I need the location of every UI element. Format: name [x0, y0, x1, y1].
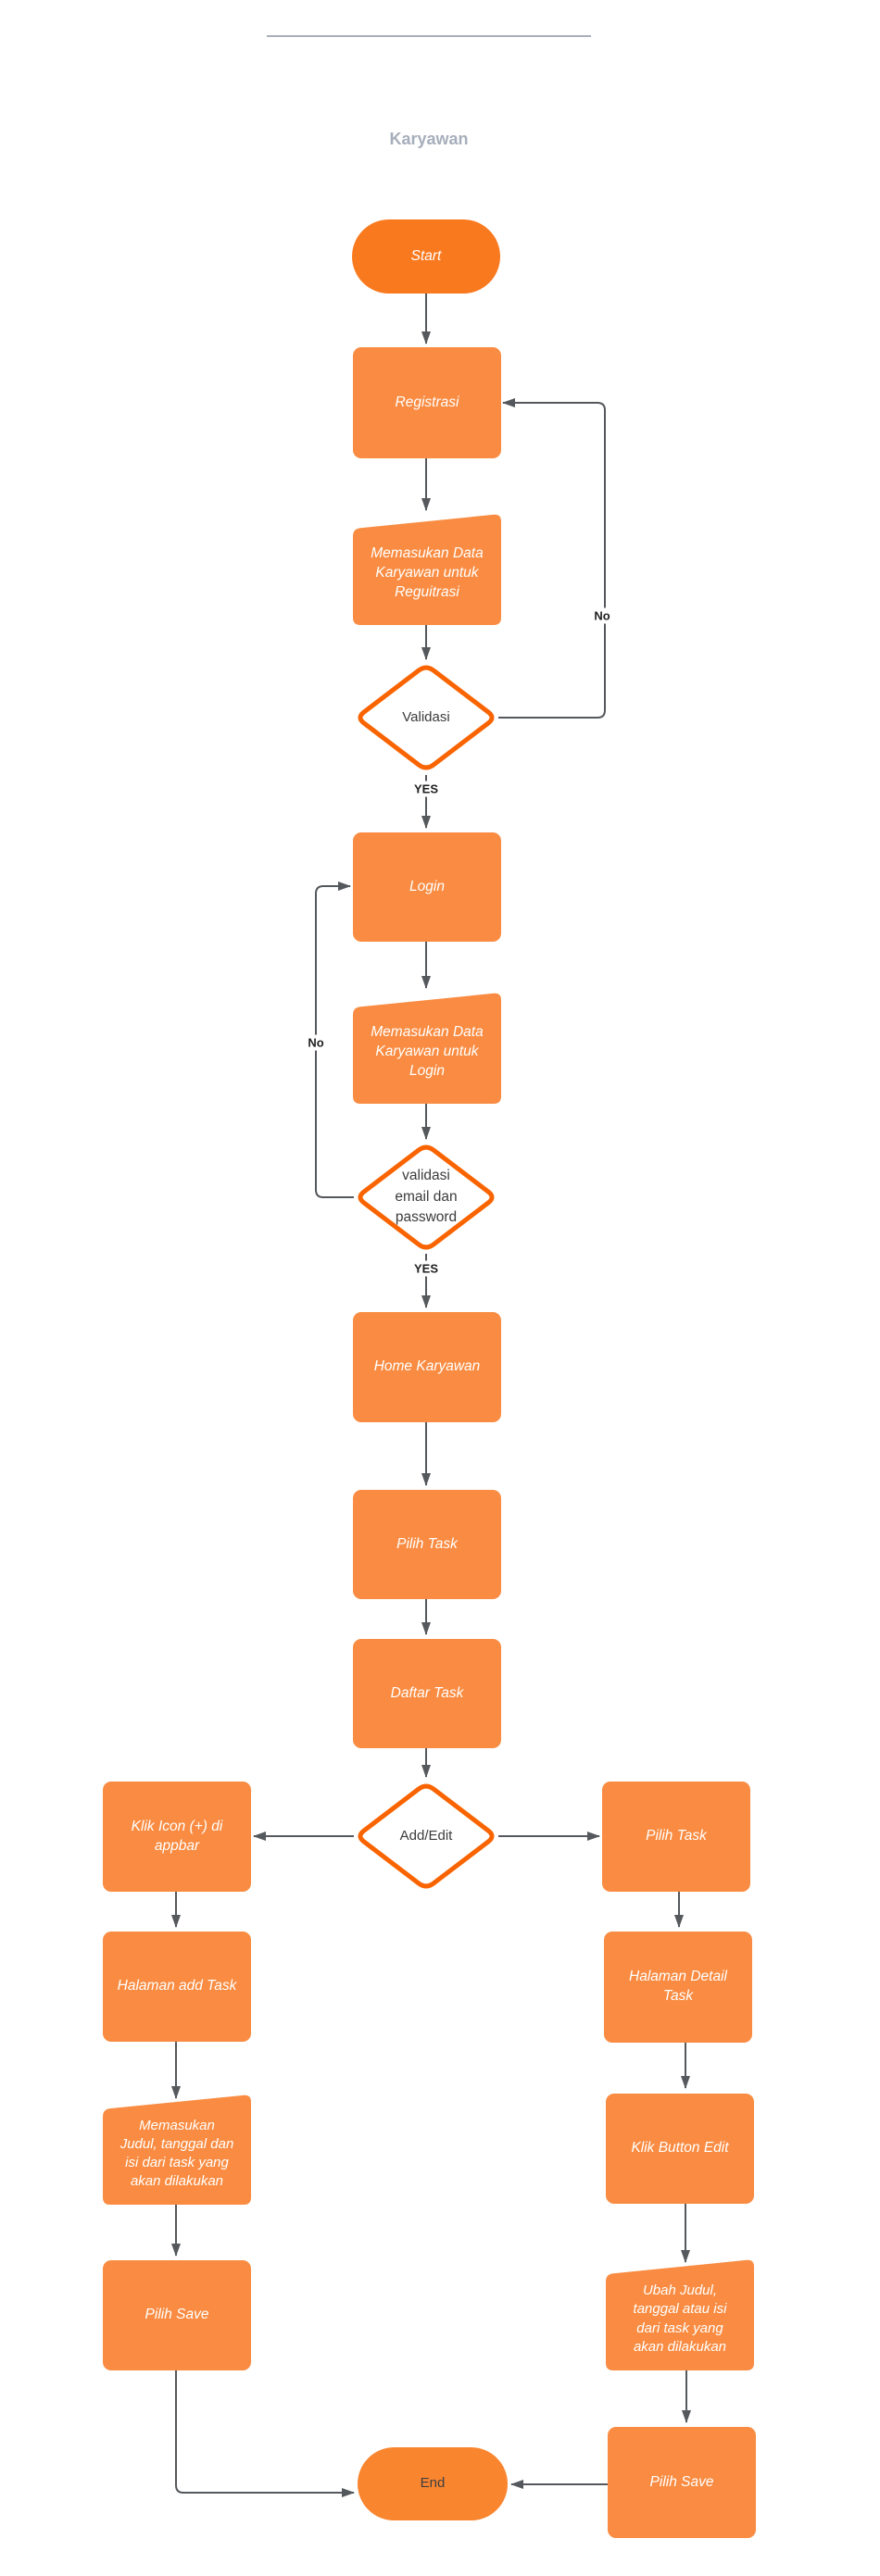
node-start-label: Start — [410, 247, 442, 264]
node-pilih-save-right-label: Pilih Save — [649, 2473, 714, 2490]
node-manual-input-registrasi: Memasukan Data Karyawan untuk Reguitrasi — [353, 514, 501, 625]
node-start: Start — [352, 219, 500, 294]
manual-input-shape — [103, 2095, 251, 2205]
node-klik-icon-label: Klik Icon (+) di appbar — [131, 1818, 223, 1854]
node-validasi-email-label: validasi email dan password — [395, 1168, 458, 1226]
node-add-edit-label: Add/Edit — [399, 1828, 453, 1844]
node-end: End — [358, 2447, 508, 2520]
node-validasi-email: validasi email dan password — [354, 1142, 498, 1253]
node-pilih-task-right: Pilih Task — [602, 1782, 750, 1892]
node-manual-input-login: Memasukan Data Karyawan untuk Login — [353, 993, 501, 1104]
node-pilih-save-left: Pilih Save — [103, 2260, 251, 2370]
node-add-edit: Add/Edit — [354, 1781, 498, 1892]
node-memasukan-judul-label: Memasukan Judul, tanggal dan isi dari ta… — [119, 2117, 234, 2190]
edge-label-validasi-no: No — [591, 607, 613, 624]
node-validasi-label: Validasi — [402, 709, 450, 726]
node-klik-button-edit-label: Klik Button Edit — [631, 2140, 729, 2157]
node-pilih-task-label: Pilih Task — [396, 1535, 458, 1552]
node-daftar-task: Daftar Task — [353, 1639, 501, 1748]
node-end-label: End — [420, 2475, 446, 2492]
node-registrasi: Registrasi — [353, 347, 501, 458]
node-halaman-add-task-label: Halaman add Task — [117, 1978, 237, 1995]
node-ubah-judul: Ubah Judul, tanggal atau isi dari task y… — [606, 2259, 754, 2370]
node-validasi: Validasi — [354, 662, 498, 773]
node-pilih-task: Pilih Task — [353, 1490, 501, 1599]
header-divider — [267, 35, 591, 37]
page-title: Karyawan — [389, 130, 469, 148]
edge-label-validasi-yes: YES — [410, 781, 442, 797]
node-halaman-detail-task-label: Halaman Detail Task — [629, 1969, 727, 2004]
manual-input-shape — [353, 514, 501, 625]
manual-input-shape — [353, 993, 501, 1104]
node-daftar-task-label: Daftar Task — [390, 1684, 464, 1701]
node-ubah-judul-label: Ubah Judul, tanggal atau isi dari task y… — [633, 2282, 727, 2355]
manual-input-shape — [606, 2259, 754, 2370]
node-klik-icon: Klik Icon (+) di appbar — [103, 1782, 251, 1892]
decision-diamond-shape — [358, 665, 495, 770]
node-klik-button-edit: Klik Button Edit — [606, 2094, 754, 2204]
node-manual-input-registrasi-label: Memasukan Data Karyawan untuk Reguitrasi — [371, 545, 484, 600]
node-halaman-detail-task: Halaman Detail Task — [604, 1932, 752, 2043]
node-memasukan-judul: Memasukan Judul, tanggal dan isi dari ta… — [103, 2095, 251, 2205]
node-home-karyawan: Home Karyawan — [353, 1312, 501, 1422]
node-pilih-save-left-label: Pilih Save — [145, 2307, 209, 2323]
node-manual-input-login-label: Memasukan Data Karyawan untuk Login — [371, 1024, 484, 1079]
decision-diamond-shape — [358, 1783, 495, 1889]
node-registrasi-label: Registrasi — [395, 394, 459, 410]
node-pilih-save-right: Pilih Save — [608, 2427, 756, 2538]
node-pilih-task-right-label: Pilih Task — [646, 1828, 707, 1844]
edge-label-login-no: No — [305, 1034, 327, 1051]
edge-pilihsave-end — [175, 2370, 355, 2497]
decision-diamond-shape — [358, 1144, 495, 1250]
node-login-label: Login — [409, 878, 445, 894]
node-login: Login — [353, 832, 501, 942]
node-home-karyawan-label: Home Karyawan — [373, 1358, 481, 1375]
edge-validasi-no-loop — [498, 398, 606, 719]
node-halaman-add-task: Halaman add Task — [103, 1932, 251, 2042]
edge-label-login-yes: YES — [410, 1260, 442, 1277]
